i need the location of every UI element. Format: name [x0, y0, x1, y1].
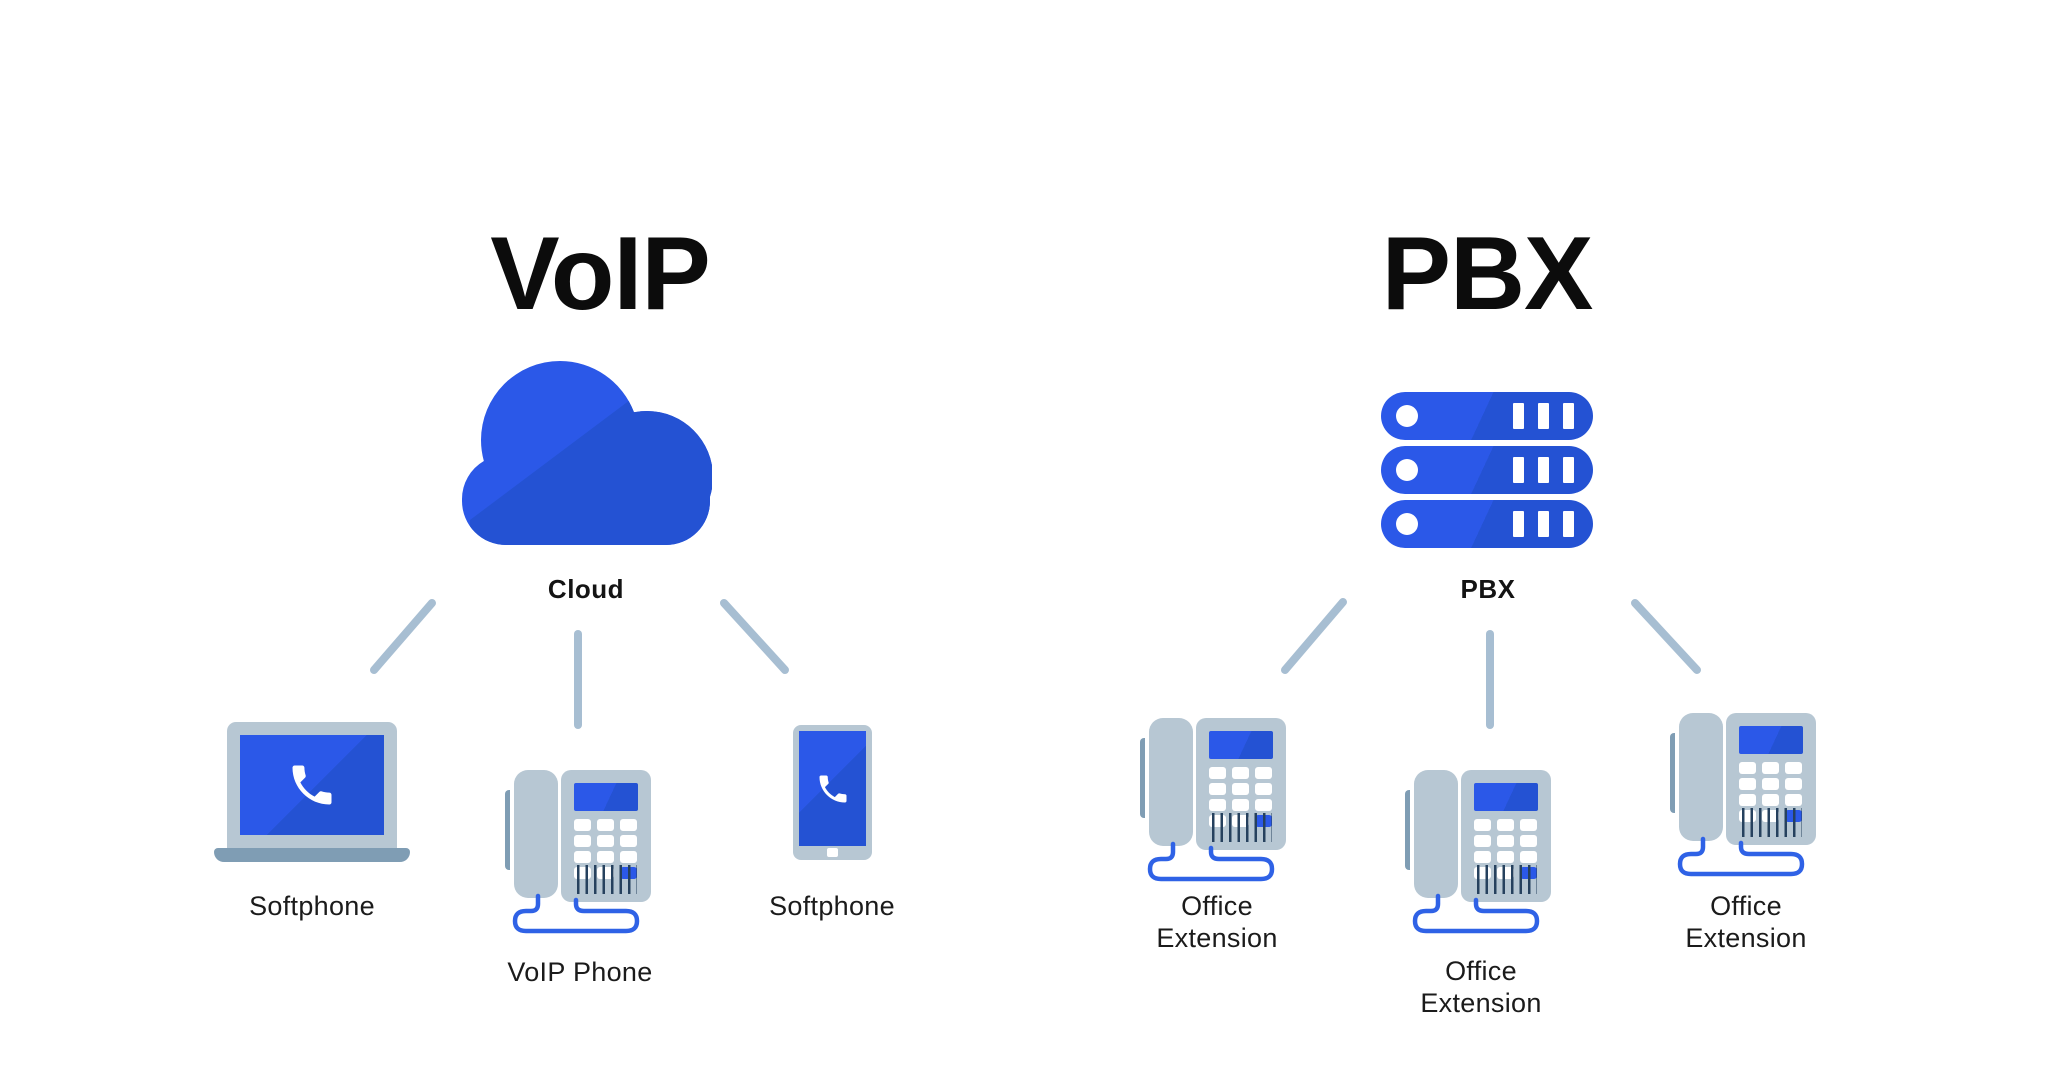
phone-body	[1196, 718, 1286, 850]
cloud-label: Cloud	[547, 574, 625, 604]
server-stack-icon	[1381, 392, 1593, 548]
desk-phone-icon	[1140, 718, 1290, 883]
phone-body	[561, 770, 651, 902]
connector-line	[1631, 599, 1701, 674]
desk-phone-icon	[1405, 770, 1555, 935]
phone-screen	[1739, 726, 1803, 754]
laptop-base	[214, 848, 410, 862]
device-label: Office Extension	[1685, 891, 1807, 954]
desk-phone-icon	[505, 770, 655, 935]
server-led	[1396, 459, 1418, 481]
phone-screen	[574, 783, 638, 811]
phone-handset	[1414, 770, 1458, 898]
phone-call-icon	[292, 765, 332, 805]
phone-body	[1726, 713, 1816, 845]
server-led	[1396, 513, 1418, 535]
pbx-server-label: PBX	[1460, 574, 1516, 604]
connector-line	[1281, 598, 1347, 674]
phone-screen	[1209, 731, 1273, 759]
server-unit	[1381, 500, 1593, 548]
phone-speaker-grill	[1477, 865, 1537, 894]
phone-cord	[512, 893, 640, 934]
connector-line	[370, 599, 436, 674]
voip-title: VoIP	[490, 215, 710, 332]
phone-screen	[1474, 783, 1538, 811]
phone-speaker-grill	[1212, 813, 1272, 842]
connector-line	[720, 599, 789, 674]
smartphone-screen	[799, 731, 866, 846]
phone-speaker-grill	[577, 865, 637, 894]
server-unit	[1381, 446, 1593, 494]
device-label: Softphone	[769, 891, 895, 921]
phone-call-icon	[819, 775, 847, 803]
phone-speaker-grill	[1742, 808, 1802, 837]
phone-body	[1461, 770, 1551, 902]
home-button	[827, 848, 838, 857]
device-label: VoIP Phone	[507, 957, 653, 987]
device-label: Office Extension	[1420, 956, 1542, 1019]
server-unit	[1381, 392, 1593, 440]
phone-cord	[1677, 836, 1805, 877]
phone-handset	[1679, 713, 1723, 841]
laptop-softphone-icon	[214, 722, 410, 862]
desk-phone-icon	[1670, 713, 1820, 878]
phone-handset	[514, 770, 558, 898]
phone-handset	[1149, 718, 1193, 846]
server-led	[1396, 405, 1418, 427]
pbx-title: PBX	[1381, 215, 1594, 332]
device-label: Office Extension	[1156, 891, 1278, 954]
cloud-icon	[460, 360, 712, 545]
smartphone-softphone-icon	[793, 725, 872, 860]
laptop-screen	[240, 735, 384, 835]
phone-cord	[1147, 841, 1275, 882]
phone-cord	[1412, 893, 1540, 934]
device-label: Softphone	[249, 891, 375, 921]
